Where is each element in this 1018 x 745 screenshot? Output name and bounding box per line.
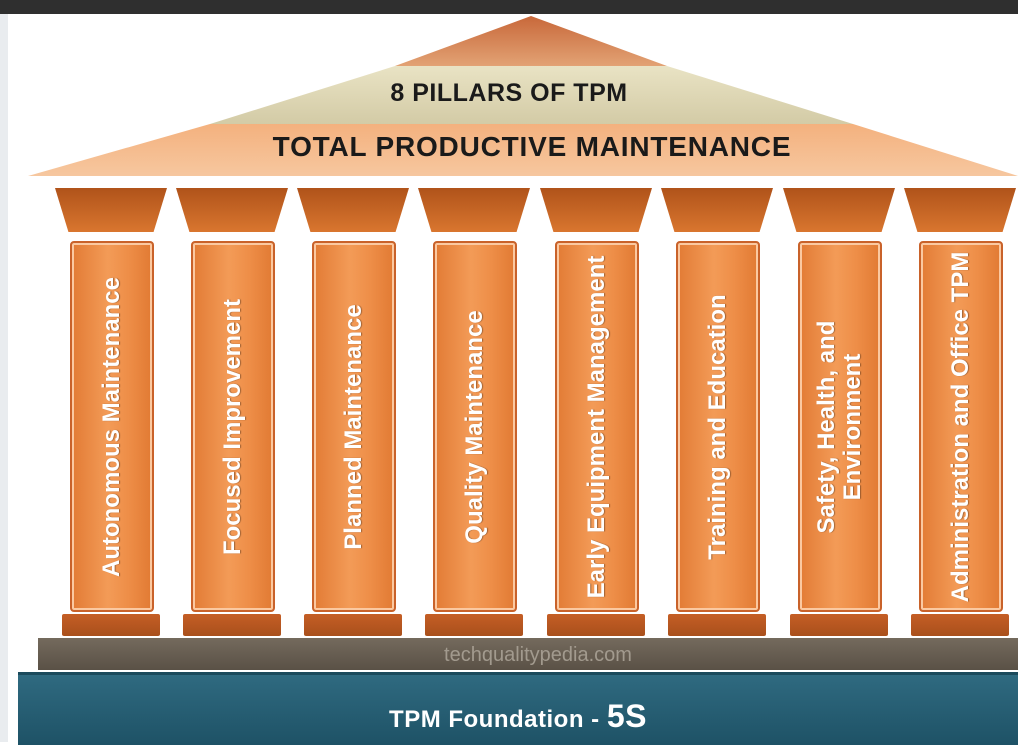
pillar-label: Early Equipment Management (583, 255, 610, 598)
pillar-base (425, 614, 523, 636)
pillar-base (547, 614, 645, 636)
roof-peak (395, 16, 667, 66)
foundation-text: TPM Foundation - (389, 706, 607, 733)
pillar-cap (176, 188, 288, 232)
window-left-edge (0, 14, 8, 742)
pillar-cap (55, 188, 167, 232)
watermark: techqualitypedia.com (444, 644, 632, 666)
pillar-cap (418, 188, 530, 232)
pillar-autonomous-maintenance: Autonomous Maintenance (70, 241, 154, 612)
pillar-cap (661, 188, 773, 232)
foundation: TPM Foundation - 5S (18, 672, 1018, 745)
pillar-cap (783, 188, 895, 232)
pillar-base (183, 614, 281, 636)
pillar-base (790, 614, 888, 636)
pillar-safety-health-environment: Safety, Health, and Environment (798, 241, 882, 612)
pillar-cap (297, 188, 409, 232)
pillar-label: Autonomous Maintenance (98, 276, 125, 577)
pillar-cap (904, 188, 1016, 232)
roof-base-band (28, 124, 1018, 176)
pillar-quality-maintenance: Quality Maintenance (433, 241, 517, 612)
pillar-label: Administration and Office TPM (947, 251, 974, 602)
pillar-early-equipment-management: Early Equipment Management (555, 241, 639, 612)
roof-subtitle: TOTAL PRODUCTIVE MAINTENANCE (272, 131, 792, 162)
pillar-label: Training and Education (704, 293, 731, 560)
pillar-base (911, 614, 1009, 636)
pillar-planned-maintenance: Planned Maintenance (312, 241, 396, 612)
pillar-focused-improvement: Focused Improvement (191, 241, 275, 612)
pillar-base (304, 614, 402, 636)
foundation-highlight: 5S (606, 698, 647, 734)
pillar-base (62, 614, 160, 636)
roof-title: 8 PILLARS OF TPM (390, 79, 628, 107)
roof (28, 16, 1018, 176)
pillar-label: Quality Maintenance (461, 309, 488, 544)
pillar-label: Safety, Health, and Environment (813, 320, 866, 533)
pillar-base (668, 614, 766, 636)
window-top-bar (0, 0, 1018, 14)
pillar-cap (540, 188, 652, 232)
foundation-label: TPM Foundation - 5S (18, 698, 1018, 735)
platform (38, 638, 1018, 670)
pillar-label: Focused Improvement (219, 298, 246, 555)
pillar-label: Planned Maintenance (340, 303, 367, 550)
pillar-training-and-education: Training and Education (676, 241, 760, 612)
pillar-administration-office-tpm: Administration and Office TPM (919, 241, 1003, 612)
roof-title-band (210, 66, 853, 124)
